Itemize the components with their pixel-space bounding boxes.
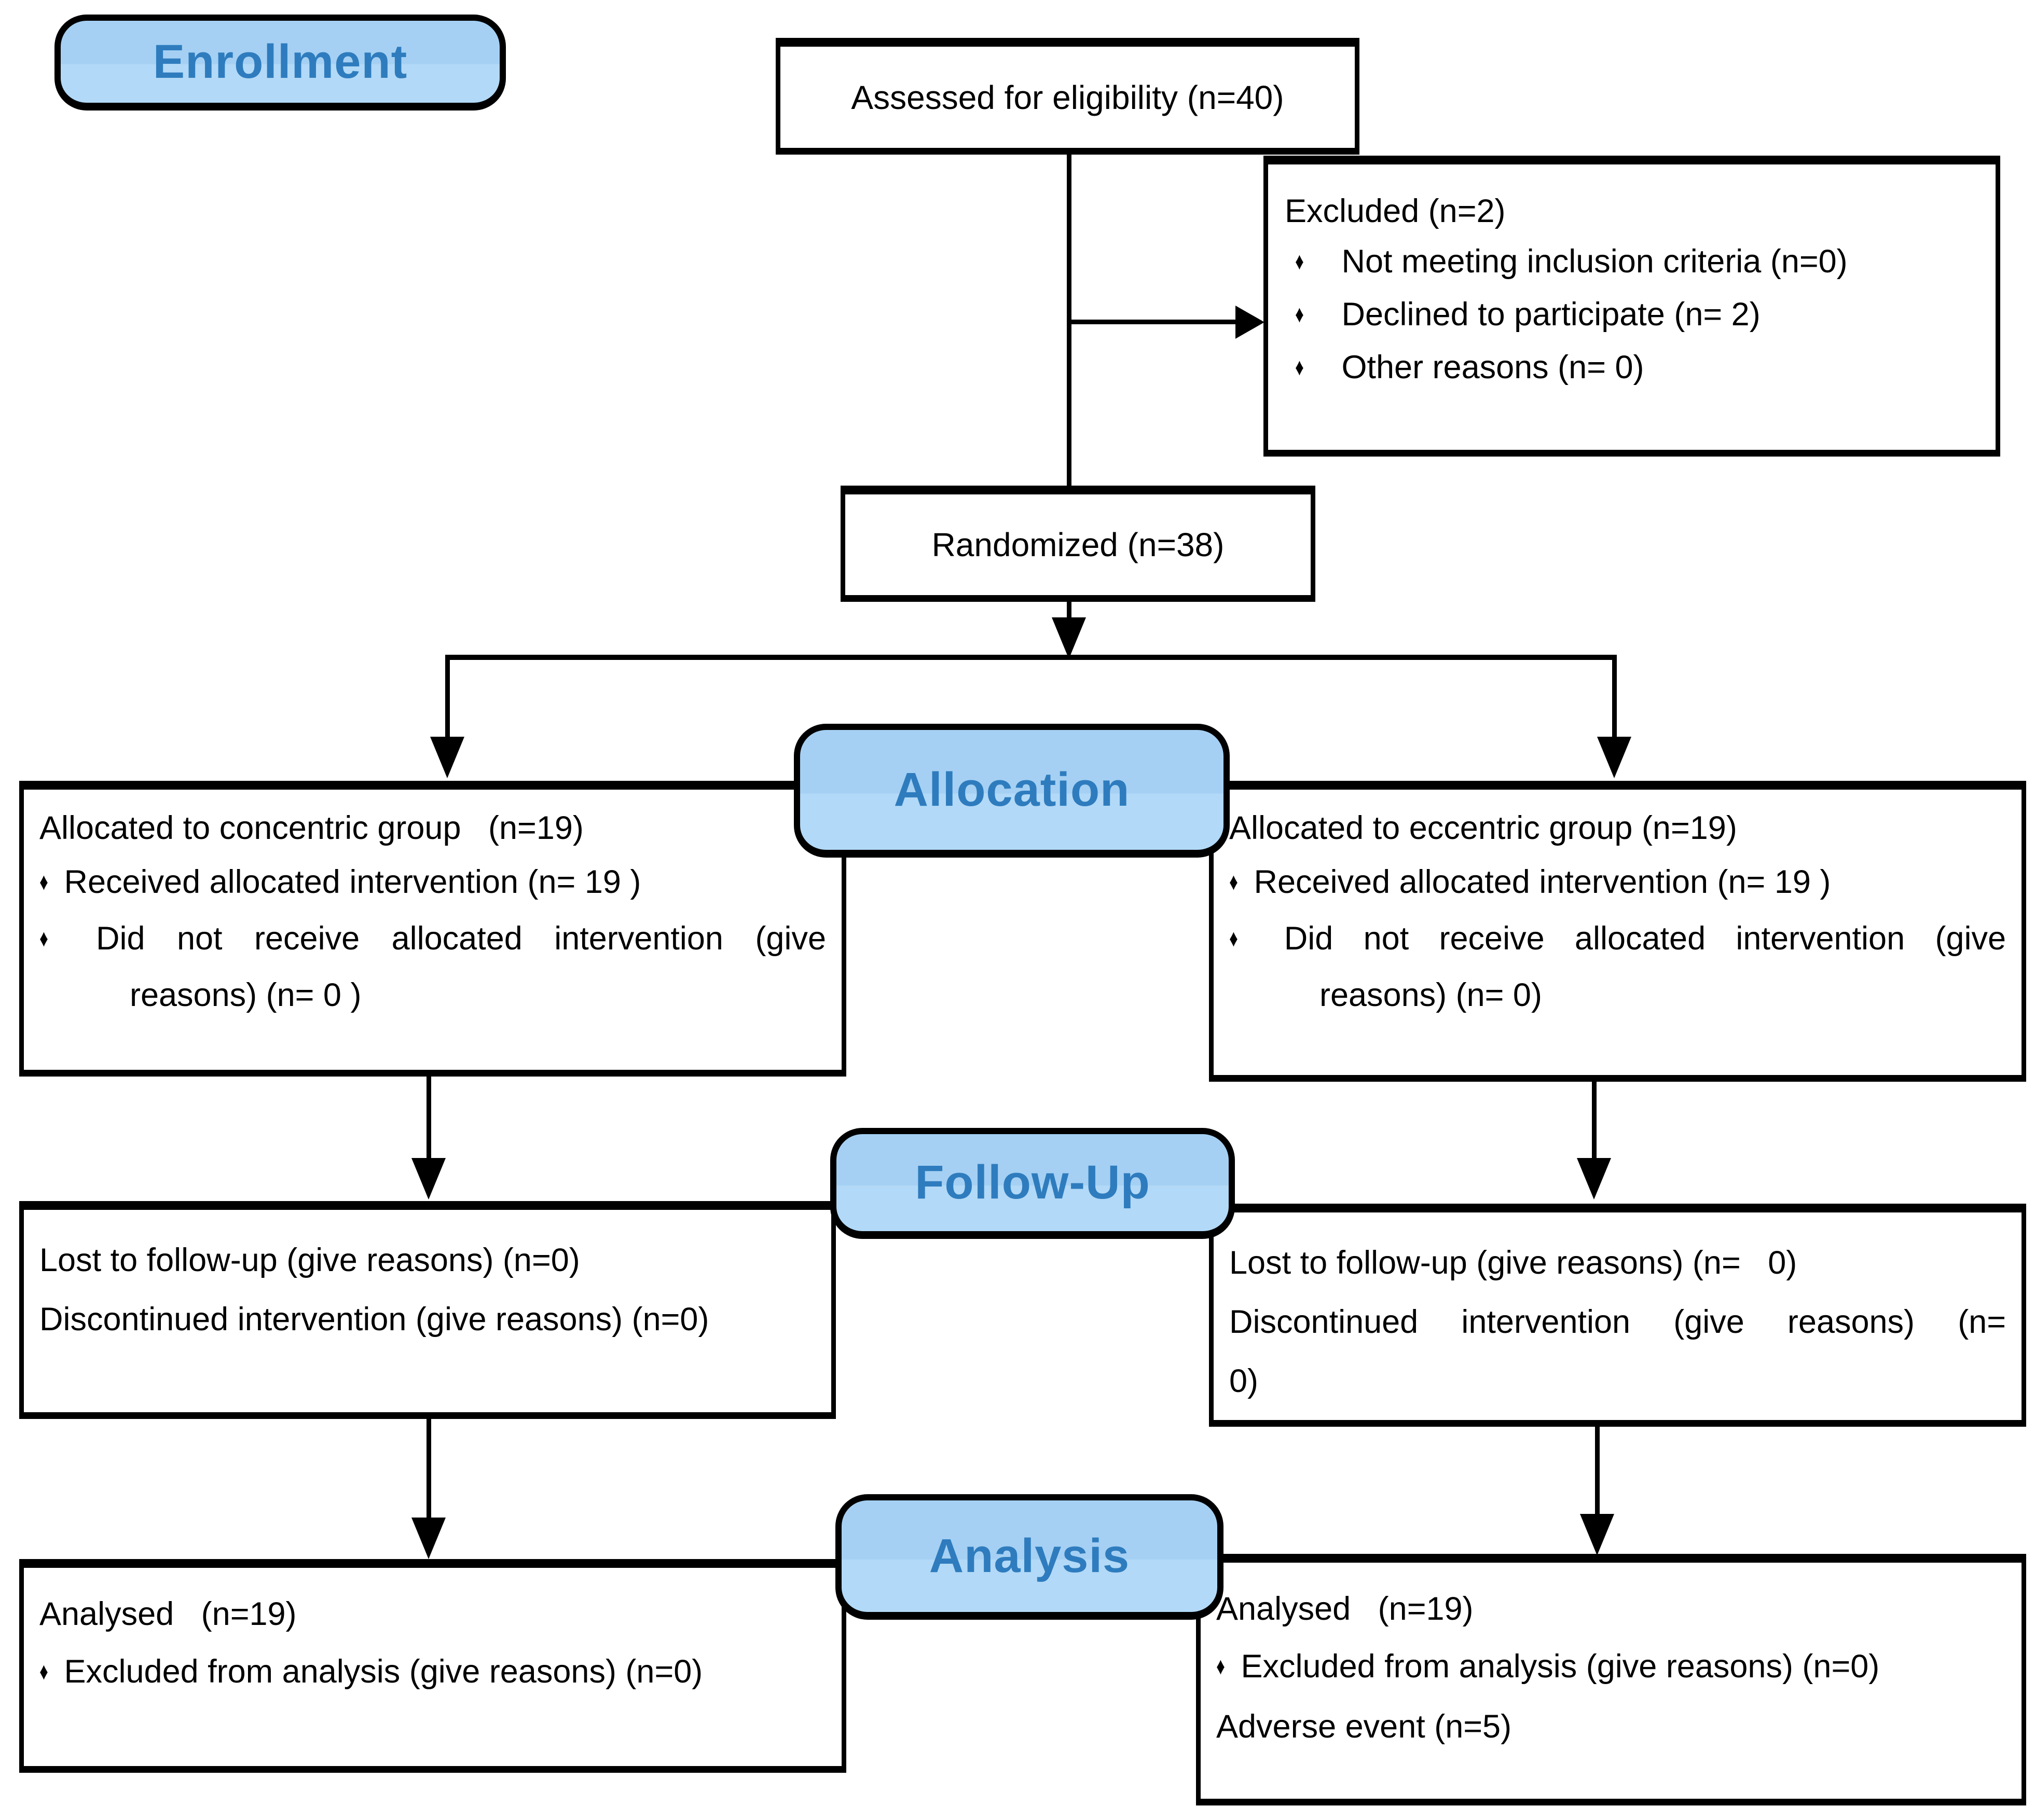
- arrowhead-into-eccentric-analysis: [1580, 1514, 1614, 1555]
- stage-label-analysis: Analysis: [835, 1494, 1223, 1620]
- box-analysed-eccentric: Analysed (n=19) ♦ Excluded from analysis …: [1196, 1554, 2026, 1805]
- connector-to-excluded: [1067, 320, 1235, 324]
- arrowhead-into-concentric-analysis: [411, 1518, 446, 1559]
- followup-line: Lost to follow-up (give reasons) (n=0): [39, 1242, 580, 1278]
- diamond-bullet-icon: ♦: [1295, 353, 1304, 380]
- connector-branch-to-eccentric: [1612, 655, 1617, 738]
- analysed-concentric-body: Analysed (n=19) ♦ Excluded from analysis …: [24, 1568, 842, 1703]
- assessed-text: Assessed for eligibility (n=40): [851, 78, 1284, 116]
- allocated-concentric-title: Allocated to concentric group (n=19): [39, 810, 584, 846]
- followup-concentric-body: Lost to follow-up (give reasons) (n=0) D…: [24, 1210, 831, 1349]
- followup-line-continuation: 0): [1229, 1363, 1259, 1399]
- connector-concentric-allocation-to-followup: [427, 1077, 431, 1160]
- allocated-eccentric-title: Allocated to eccentric group (n=19): [1229, 810, 1737, 846]
- excluded-item: ♦ Other reasons (n= 0): [1285, 342, 1980, 395]
- analysed-title: Analysed (n=19): [39, 1596, 297, 1632]
- bullet-text: Did not receive allocated intervention (…: [95, 920, 826, 957]
- bullet-text: Did not receive allocated intervention (…: [1284, 920, 2006, 957]
- analysed-bullet: ♦ Excluded from analysis (give reasons) (…: [1216, 1638, 2006, 1698]
- arrowhead-into-excluded: [1235, 306, 1264, 339]
- diamond-bullet-icon: ♦: [39, 1658, 48, 1685]
- excluded-title: Excluded (n=2): [1285, 193, 1506, 229]
- arrowhead-into-eccentric-allocation: [1597, 737, 1631, 778]
- arrowhead-into-eccentric-followup: [1577, 1158, 1611, 1199]
- diamond-bullet-icon: ♦: [1229, 925, 1238, 952]
- connector-eccentric-followup-to-analysis: [1595, 1427, 1600, 1515]
- stage-label-analysis-text: Analysis: [929, 1529, 1130, 1582]
- box-excluded: Excluded (n=2) ♦ Not meeting inclusion cr…: [1263, 156, 2000, 457]
- analysed-eccentric-body: Analysed (n=19) ♦ Excluded from analysis …: [1201, 1563, 2022, 1756]
- diamond-bullet-icon: ♦: [1295, 300, 1304, 327]
- stage-label-enrollment: Enrollment: [54, 15, 506, 111]
- allocated-concentric-bullet: ♦ Received allocated intervention (n= 19 …: [39, 855, 826, 912]
- diamond-bullet-icon: ♦: [39, 925, 48, 952]
- bullet-continuation: reasons) (n= 0): [1319, 977, 1542, 1013]
- connector-branch-to-concentric: [445, 655, 450, 738]
- bullet-text: Received allocated intervention (n= 19 ): [1254, 864, 1831, 900]
- diamond-bullet-icon: ♦: [1216, 1652, 1225, 1679]
- box-allocated-concentric: Allocated to concentric group (n=19) ♦ Re…: [19, 781, 846, 1077]
- stage-label-enrollment-text: Enrollment: [153, 35, 408, 88]
- excluded-item-text: Declined to participate (n= 2): [1341, 296, 1761, 333]
- analysed-title: Analysed (n=19): [1216, 1591, 1474, 1627]
- connector-eccentric-allocation-to-followup: [1592, 1082, 1597, 1160]
- allocated-eccentric-body: Allocated to eccentric group (n=19) ♦ Rec…: [1214, 790, 2022, 1022]
- box-analysed-concentric: Analysed (n=19) ♦ Excluded from analysis …: [19, 1559, 846, 1773]
- arrowhead-into-concentric-followup: [411, 1158, 446, 1199]
- arrowhead-into-concentric-allocation: [430, 737, 464, 778]
- followup-line: Discontinued intervention (give reasons)…: [1229, 1304, 2006, 1340]
- branch-line-randomization: [445, 655, 1617, 660]
- arrowhead-randomized-down: [1052, 617, 1086, 659]
- box-followup-eccentric: Lost to follow-up (give reasons) (n= 0) …: [1209, 1204, 2026, 1427]
- box-allocated-eccentric: Allocated to eccentric group (n=19) ♦ Rec…: [1209, 781, 2026, 1082]
- diamond-bullet-icon: ♦: [1295, 247, 1304, 274]
- allocated-concentric-bullet: ♦ Did not receive allocated intervention…: [39, 912, 826, 968]
- stage-label-allocation-text: Allocation: [893, 763, 1130, 816]
- allocated-concentric-body: Allocated to concentric group (n=19) ♦ Re…: [24, 790, 842, 1022]
- box-assessed-for-eligibility: Assessed for eligibility (n=40): [776, 38, 1359, 155]
- allocated-eccentric-bullet: ♦ Received allocated intervention (n= 19 …: [1229, 855, 2006, 912]
- box-followup-concentric: Lost to follow-up (give reasons) (n=0) D…: [19, 1201, 836, 1419]
- stage-label-followup-text: Follow-Up: [915, 1156, 1150, 1209]
- followup-line: Lost to follow-up (give reasons) (n= 0): [1229, 1245, 1797, 1281]
- connector-randomized-to-branch: [1067, 602, 1071, 624]
- followup-line: Discontinued intervention (give reasons)…: [39, 1301, 709, 1338]
- excluded-item: ♦ Declined to participate (n= 2): [1285, 289, 1980, 342]
- stage-label-followup: Follow-Up: [830, 1128, 1235, 1239]
- bullet-text: Excluded from analysis (give reasons) (n…: [1241, 1648, 1880, 1685]
- randomized-text: Randomized (n=38): [931, 526, 1225, 563]
- followup-eccentric-body: Lost to follow-up (give reasons) (n= 0) …: [1214, 1212, 2022, 1411]
- adverse-event-line: Adverse event (n=5): [1216, 1708, 1512, 1745]
- diamond-bullet-icon: ♦: [1229, 868, 1238, 895]
- excluded-item: ♦ Not meeting inclusion criteria (n=0): [1285, 237, 1980, 289]
- diamond-bullet-icon: ♦: [39, 868, 48, 895]
- analysed-bullet: ♦ Excluded from analysis (give reasons) (…: [39, 1643, 826, 1703]
- connector-concentric-followup-to-analysis: [427, 1419, 431, 1519]
- box-randomized: Randomized (n=38): [841, 486, 1315, 602]
- bullet-continuation: reasons) (n= 0 ): [130, 977, 362, 1013]
- excluded-body: Excluded (n=2) ♦ Not meeting inclusion cr…: [1268, 164, 1996, 395]
- allocated-eccentric-bullet: ♦ Did not receive allocated intervention…: [1229, 912, 2006, 968]
- excluded-item-text: Not meeting inclusion criteria (n=0): [1341, 243, 1848, 280]
- bullet-text: Excluded from analysis (give reasons) (n…: [64, 1653, 703, 1690]
- bullet-text: Received allocated intervention (n= 19 ): [64, 864, 641, 900]
- stage-label-allocation: Allocation: [794, 724, 1230, 858]
- excluded-item-text: Other reasons (n= 0): [1341, 349, 1644, 385]
